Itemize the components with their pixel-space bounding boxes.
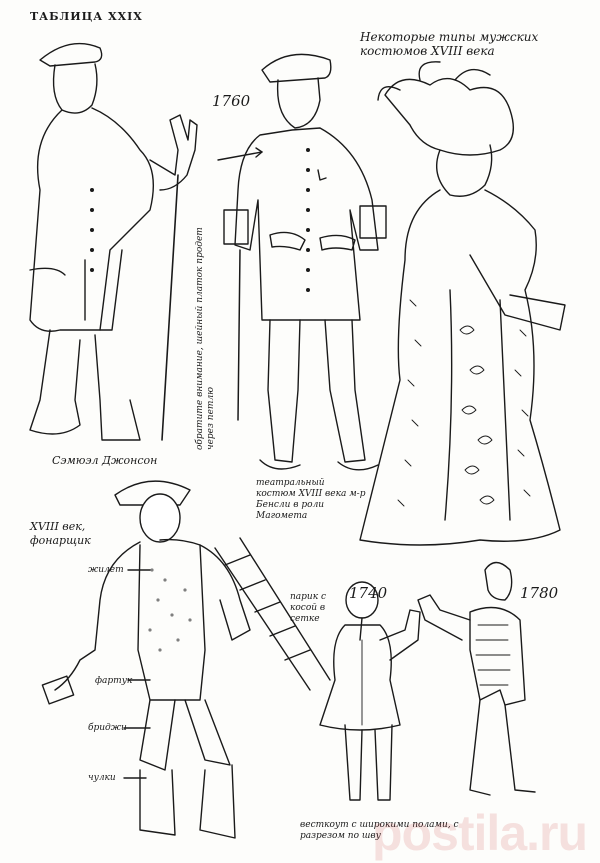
theatre-caption: театральный костюм XVIII века м-р Бенсли… <box>256 478 366 521</box>
coat-label: весткоут с широкими полами, с разрезом п… <box>300 820 459 841</box>
plate-title: ТАБЛИЦА XXIX <box>30 10 143 23</box>
year-1740-label: 1740 <box>349 584 388 602</box>
johnson-figure <box>29 42 198 441</box>
vertical-note: обратите внимание, шейный платок продет … <box>195 227 216 450</box>
gentleman-1760-figure <box>217 53 387 471</box>
year-1760-label: 1760 <box>212 92 251 110</box>
watermark: postila.ru <box>372 805 588 861</box>
figure-1740-back-view <box>319 581 421 801</box>
theatrical-costume-figure <box>359 61 566 546</box>
socks-label: чулки <box>88 773 116 783</box>
breeches-label: бриджи <box>88 723 127 733</box>
vest-label: жилет <box>88 565 124 575</box>
figure-1780 <box>417 561 536 796</box>
wig-label: парик с косой в сетке <box>290 592 326 624</box>
year-1780-label: 1780 <box>520 584 559 602</box>
lamplighter-figure <box>41 480 331 839</box>
plate-header-title: Некоторые типы мужских костюмов XVIII ве… <box>360 30 539 58</box>
johnson-caption: Сэмюэл Джонсон <box>52 454 158 467</box>
apron-label: фартук <box>95 676 133 686</box>
lamplighter-caption: XVIII век, фонарщик <box>30 520 91 547</box>
